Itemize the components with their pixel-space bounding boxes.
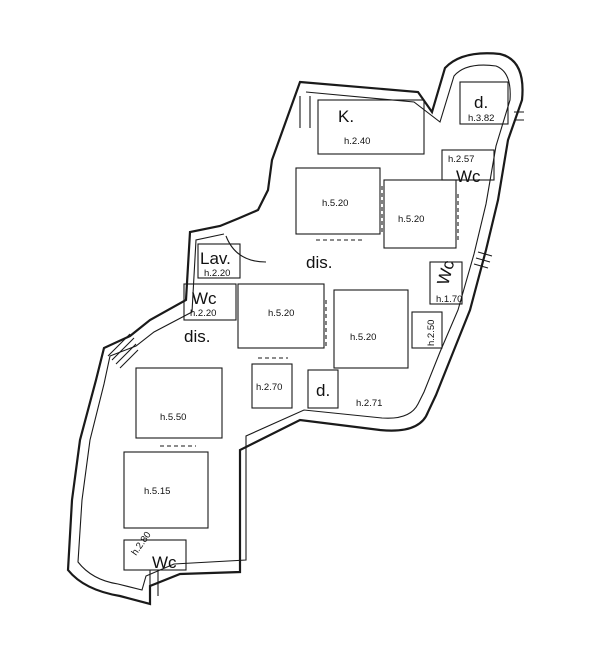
entrance-curve [225, 235, 267, 263]
center-height: h.5.20 [268, 308, 294, 319]
room-a-height: h.5.20 [322, 198, 348, 209]
deposit-mid-room [307, 369, 339, 409]
laundry-height: h.2.20 [204, 268, 230, 279]
kitchen-height: h.2.40 [344, 136, 370, 147]
deposit-top-room [459, 81, 509, 125]
wc-top-room [441, 149, 495, 181]
laundry-room [197, 243, 241, 279]
wc-right-height: h.1.70 [436, 294, 462, 305]
wc-top-label: Wc [456, 167, 481, 186]
wc-top-height: h.2.57 [448, 154, 474, 165]
center-room [237, 283, 325, 349]
small-right-height: h.2.50 [426, 320, 437, 346]
deposit-top-label: d. [474, 93, 488, 112]
kitchen-label: K. [338, 107, 354, 126]
room-b-height: h.5.20 [398, 214, 424, 225]
wc-left-height: h.2.20 [190, 308, 216, 319]
dis-label-1: dis. [306, 253, 332, 272]
stair-left [107, 333, 139, 369]
outer-wall [66, 52, 524, 606]
wc-bottom-label: Wc [152, 553, 177, 572]
wc-bottom-room [123, 539, 187, 571]
small-mid-height: h.2.70 [256, 382, 282, 393]
deposit-top-height: h.3.82 [468, 113, 494, 124]
deposit-mid-label: d. [316, 381, 330, 400]
left-large-room [135, 367, 223, 439]
bottom-large-height: h.5.15 [144, 486, 170, 497]
wc-bottom-height: h.2.80 [129, 530, 153, 558]
wc-left-room [183, 283, 237, 321]
room-a [295, 167, 381, 235]
wall-stub [149, 96, 524, 596]
room-b [383, 179, 457, 249]
wc-left-label: Wc [192, 289, 217, 308]
kitchen-room [317, 99, 425, 155]
bottom-large-room [123, 451, 209, 529]
stair-right [473, 251, 493, 269]
laundry-label: Lav. [200, 249, 231, 268]
small-mid-room [251, 363, 293, 409]
small-right-room [411, 311, 443, 349]
wc-right-room [429, 261, 463, 305]
deposit-mid-height: h.2.71 [356, 398, 382, 409]
inner-wall [77, 64, 511, 591]
right-large-height: h.5.20 [350, 332, 376, 343]
right-large-room [333, 289, 409, 369]
dis-label-2: dis. [184, 327, 210, 346]
left-large-height: h.5.50 [160, 412, 186, 423]
